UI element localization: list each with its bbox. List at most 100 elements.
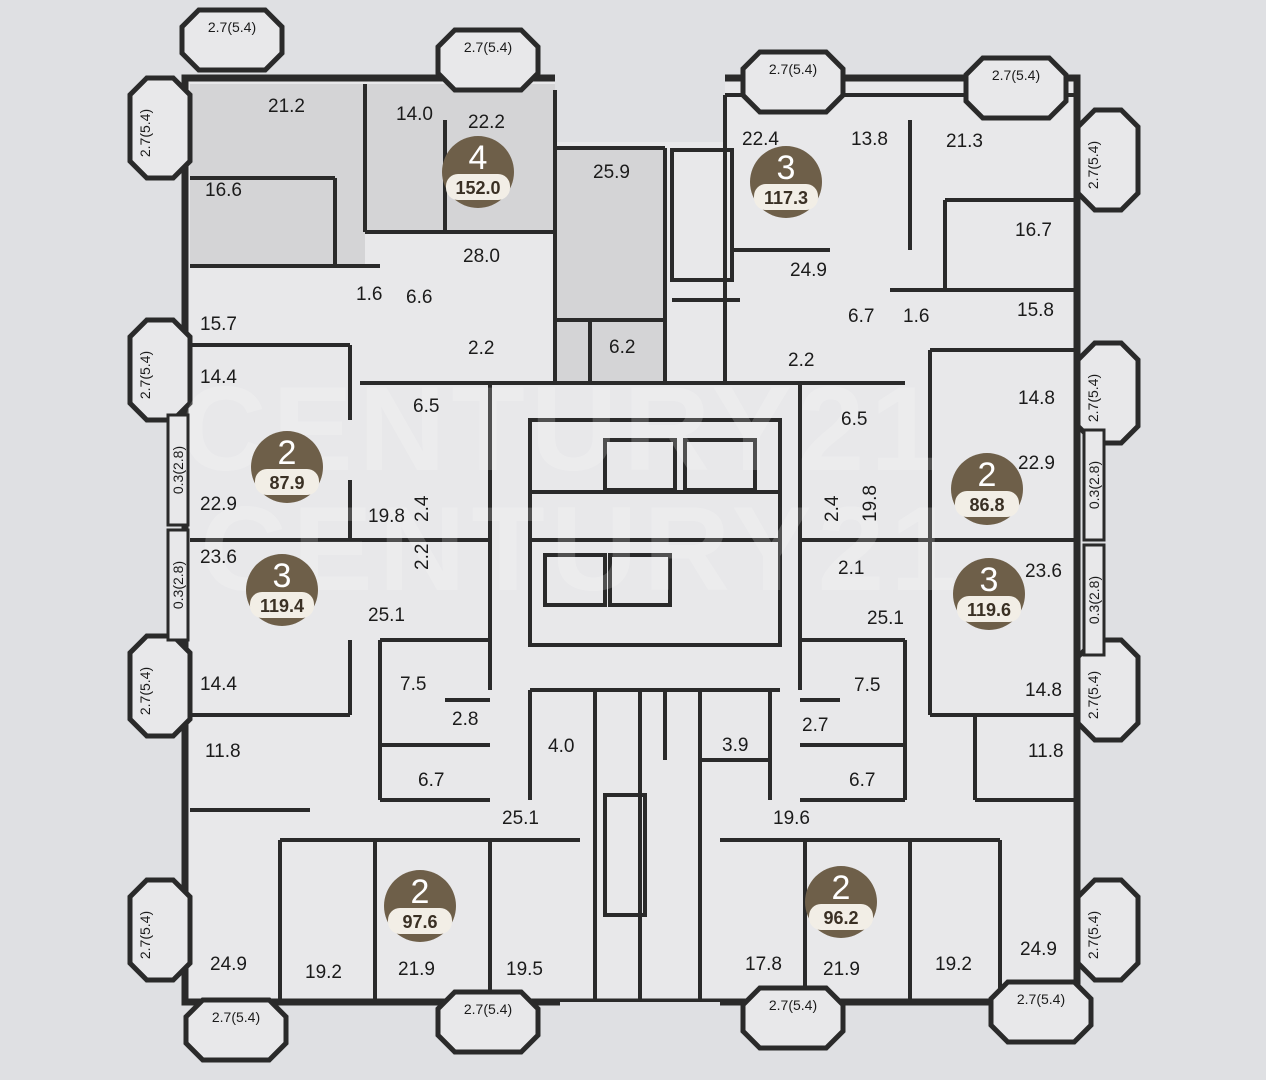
room-area-label: 6.7: [849, 770, 875, 791]
balcony-bay: [179, 7, 285, 73]
room-area-label: 25.1: [867, 608, 904, 629]
apartment-badge: 286.8: [951, 453, 1023, 525]
badge-room-count: 3: [777, 149, 796, 187]
balconies: [127, 7, 1141, 1063]
room-area-label: 19.2: [935, 954, 972, 975]
balcony-bay: [435, 989, 541, 1055]
room-area-label: 2.2: [468, 338, 494, 359]
balcony-area-label: 2.7(5.4): [769, 997, 817, 1013]
balcony-bay: [1075, 107, 1141, 213]
room-area-label: 2.1: [838, 558, 864, 579]
loggia: [1082, 428, 1106, 542]
badge-total-area: 152.0: [455, 178, 500, 198]
badge-room-count: 3: [980, 561, 999, 599]
room-area-label: 19.5: [506, 959, 543, 980]
shaded-areas: [190, 84, 665, 383]
badge-area-pill: [446, 174, 510, 200]
room-area-label: 24.9: [790, 260, 827, 281]
room-area-label: 1.6: [903, 306, 929, 327]
balcony-bay: [740, 49, 846, 115]
room-area-label: 2.2: [412, 544, 433, 570]
loggia: [166, 413, 190, 527]
balcony-bay: [127, 877, 193, 983]
room-area-label: 21.9: [823, 959, 860, 980]
balcony-area-label: 2.7(5.4): [769, 61, 817, 77]
room-area-label: 25.1: [502, 808, 539, 829]
balcony-bay: [1075, 340, 1141, 446]
loggia: [166, 528, 190, 642]
balcony-area-label: 2.7(5.4): [137, 351, 153, 399]
room-area-label: 25.9: [593, 162, 630, 183]
badge-total-area: 86.8: [969, 495, 1004, 515]
room-area-label: 7.5: [400, 674, 426, 695]
room-area-label: 24.9: [210, 954, 247, 975]
badge-area-pill: [957, 596, 1021, 622]
loggia-area-label: 0.3(2.8): [170, 561, 186, 609]
balcony-area-label: 2.7(5.4): [464, 39, 512, 55]
badge-area-pill: [754, 184, 818, 210]
room-area-label: 14.8: [1025, 680, 1062, 701]
room-area-label: 13.8: [851, 129, 888, 150]
room-area-label: 1.6: [356, 284, 382, 305]
balcony-area-label: 2.7(5.4): [137, 911, 153, 959]
room-area-label: 23.6: [200, 547, 237, 568]
badge-total-area: 96.2: [823, 908, 858, 928]
room-area-label: 4.0: [548, 736, 574, 757]
badge-area-pill: [255, 469, 319, 495]
loggia-area-label: 0.3(2.8): [1086, 461, 1102, 509]
room-area-label: 24.9: [1020, 939, 1057, 960]
badge-room-count: 2: [411, 873, 430, 911]
balcony-bay: [127, 75, 193, 181]
apartment-badge: 296.2: [805, 866, 877, 938]
watermark: CENTURY21 CENTURY21: [180, 362, 963, 616]
balcony-area-label: 2.7(5.4): [1085, 141, 1101, 189]
loggia: [1082, 543, 1106, 657]
room-area-label: 2.4: [412, 495, 433, 522]
balcony-bay: [1075, 877, 1141, 983]
balcony-area-label: 2.7(5.4): [208, 19, 256, 35]
room-area-label: 22.9: [1018, 453, 1055, 474]
room-area-label: 14.8: [1018, 388, 1055, 409]
balcony-bay: [963, 55, 1069, 121]
badge-total-area: 87.9: [269, 473, 304, 493]
room-area-label: 22.2: [468, 112, 505, 133]
loggia-area-label: 0.3(2.8): [170, 446, 186, 494]
room-area-label: 3.9: [722, 735, 748, 756]
badge-total-area: 119.4: [260, 596, 304, 616]
balcony-bay: [127, 633, 193, 739]
room-area-label: 6.5: [413, 396, 439, 417]
room-area-label: 2.2: [788, 350, 814, 371]
room-area-label: 19.2: [305, 962, 342, 983]
room-area-label: 22.4: [742, 129, 779, 150]
balcony-area-label: 2.7(5.4): [1085, 671, 1101, 719]
room-area-label: 17.8: [745, 954, 782, 975]
badge-room-count: 3: [273, 557, 292, 595]
badge-area-pill: [809, 904, 873, 930]
room-area-label: 7.5: [854, 675, 880, 696]
room-area-label: 19.8: [860, 485, 881, 522]
badge-total-area: 119.6: [967, 600, 1011, 620]
room-area-label: 21.9: [398, 959, 435, 980]
balcony-area-label: 2.7(5.4): [1085, 374, 1101, 422]
badge-room-count: 4: [469, 139, 488, 177]
balcony-area-label: 2.7(5.4): [464, 1001, 512, 1017]
badge-area-pill: [955, 491, 1019, 517]
balcony-area-label: 2.7(5.4): [137, 667, 153, 715]
svg-text:CENTURY21: CENTURY21: [200, 482, 963, 616]
room-area-label: 2.8: [452, 709, 478, 730]
room-area-label: 14.0: [396, 104, 433, 125]
badge-total-area: 117.3: [764, 188, 808, 208]
room-area-label: 25.1: [368, 605, 405, 626]
loggia-area-label: 0.3(2.8): [1086, 576, 1102, 624]
room-area-label: 28.0: [463, 246, 500, 267]
room-area-label: 2.4: [822, 495, 843, 522]
room-area-label: 11.8: [1028, 741, 1064, 762]
room-area-label: 6.5: [841, 409, 867, 430]
room-area-label: 6.6: [406, 287, 432, 308]
room-area-label: 22.9: [200, 494, 237, 515]
badge-total-area: 97.6: [402, 912, 437, 932]
